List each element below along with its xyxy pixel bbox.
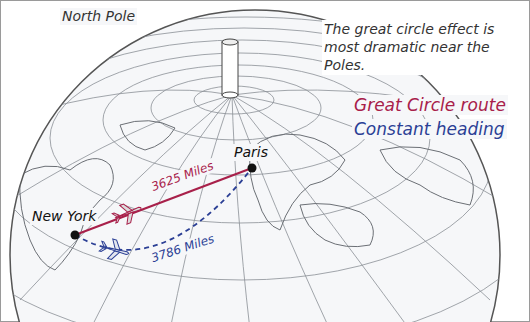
city-dot — [248, 164, 257, 173]
note-text: The great circle effect is most dramatic… — [322, 20, 511, 75]
pole-marker — [222, 39, 238, 98]
legend-entry: Constant heading — [352, 119, 507, 139]
airplane-icon — [110, 199, 144, 228]
city-label: Paris — [232, 144, 270, 161]
legend-entry: Great Circle route — [352, 95, 508, 115]
airplane-icon — [98, 236, 131, 263]
city-label: New York — [30, 208, 98, 225]
pole-label: North Pole — [60, 8, 137, 25]
city-dot — [71, 231, 80, 240]
